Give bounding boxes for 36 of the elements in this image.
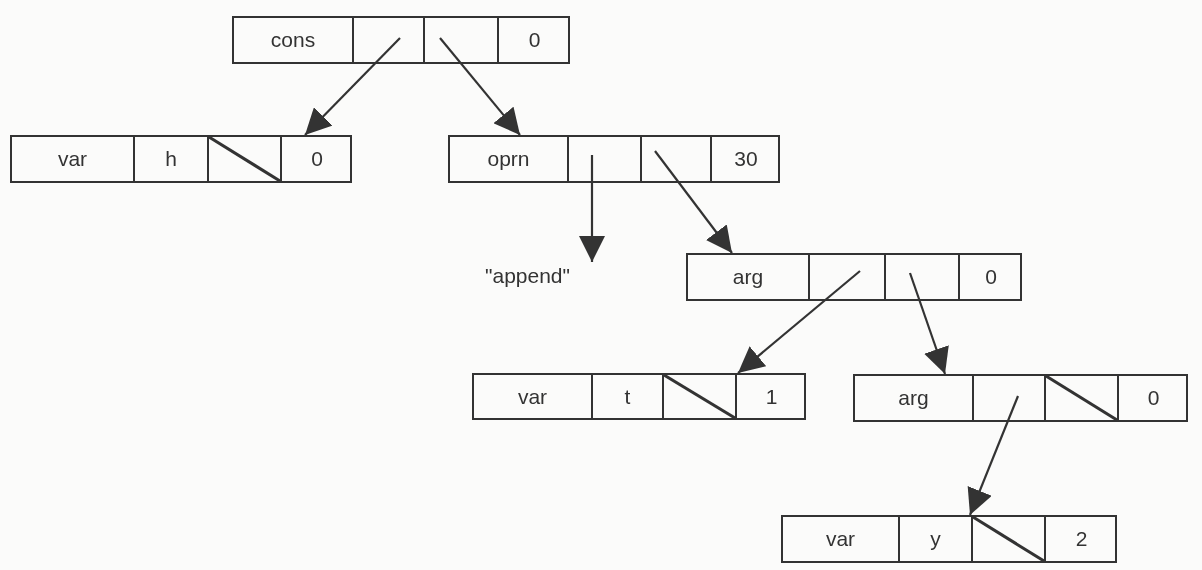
record-box bbox=[448, 135, 780, 183]
arrow bbox=[579, 155, 605, 262]
null-field bbox=[662, 375, 735, 418]
record-box bbox=[853, 374, 1188, 422]
record-field: 0 bbox=[958, 255, 1022, 299]
record-field: var bbox=[12, 137, 133, 181]
arrow bbox=[737, 270, 861, 374]
record-field: y bbox=[898, 517, 971, 561]
record-box bbox=[686, 253, 1022, 301]
record-box bbox=[10, 135, 352, 183]
string-label: "append" bbox=[465, 262, 590, 290]
record-field: arg bbox=[688, 255, 808, 299]
record-field: 2 bbox=[1044, 517, 1117, 561]
record-field: oprn bbox=[450, 137, 567, 181]
null-field bbox=[207, 137, 280, 181]
record-field: arg bbox=[855, 376, 972, 420]
arrow bbox=[304, 37, 401, 136]
record-field: var bbox=[783, 517, 898, 561]
record-field: var bbox=[474, 375, 591, 418]
null-field bbox=[1044, 376, 1117, 420]
record-field: cons bbox=[234, 18, 352, 62]
arrow bbox=[654, 150, 733, 254]
record-field: 30 bbox=[710, 137, 780, 181]
arrow bbox=[908, 272, 949, 375]
record-field: 0 bbox=[280, 137, 352, 181]
record-box bbox=[781, 515, 1117, 563]
arrow bbox=[439, 37, 521, 136]
record-field: h bbox=[133, 137, 207, 181]
record-field: t bbox=[591, 375, 662, 418]
record-box bbox=[472, 373, 806, 420]
record-field: 0 bbox=[1117, 376, 1188, 420]
record-field: 1 bbox=[735, 375, 806, 418]
record-box bbox=[232, 16, 570, 64]
null-field bbox=[971, 517, 1044, 561]
record-field: 0 bbox=[497, 18, 570, 62]
arrow bbox=[967, 395, 1019, 516]
